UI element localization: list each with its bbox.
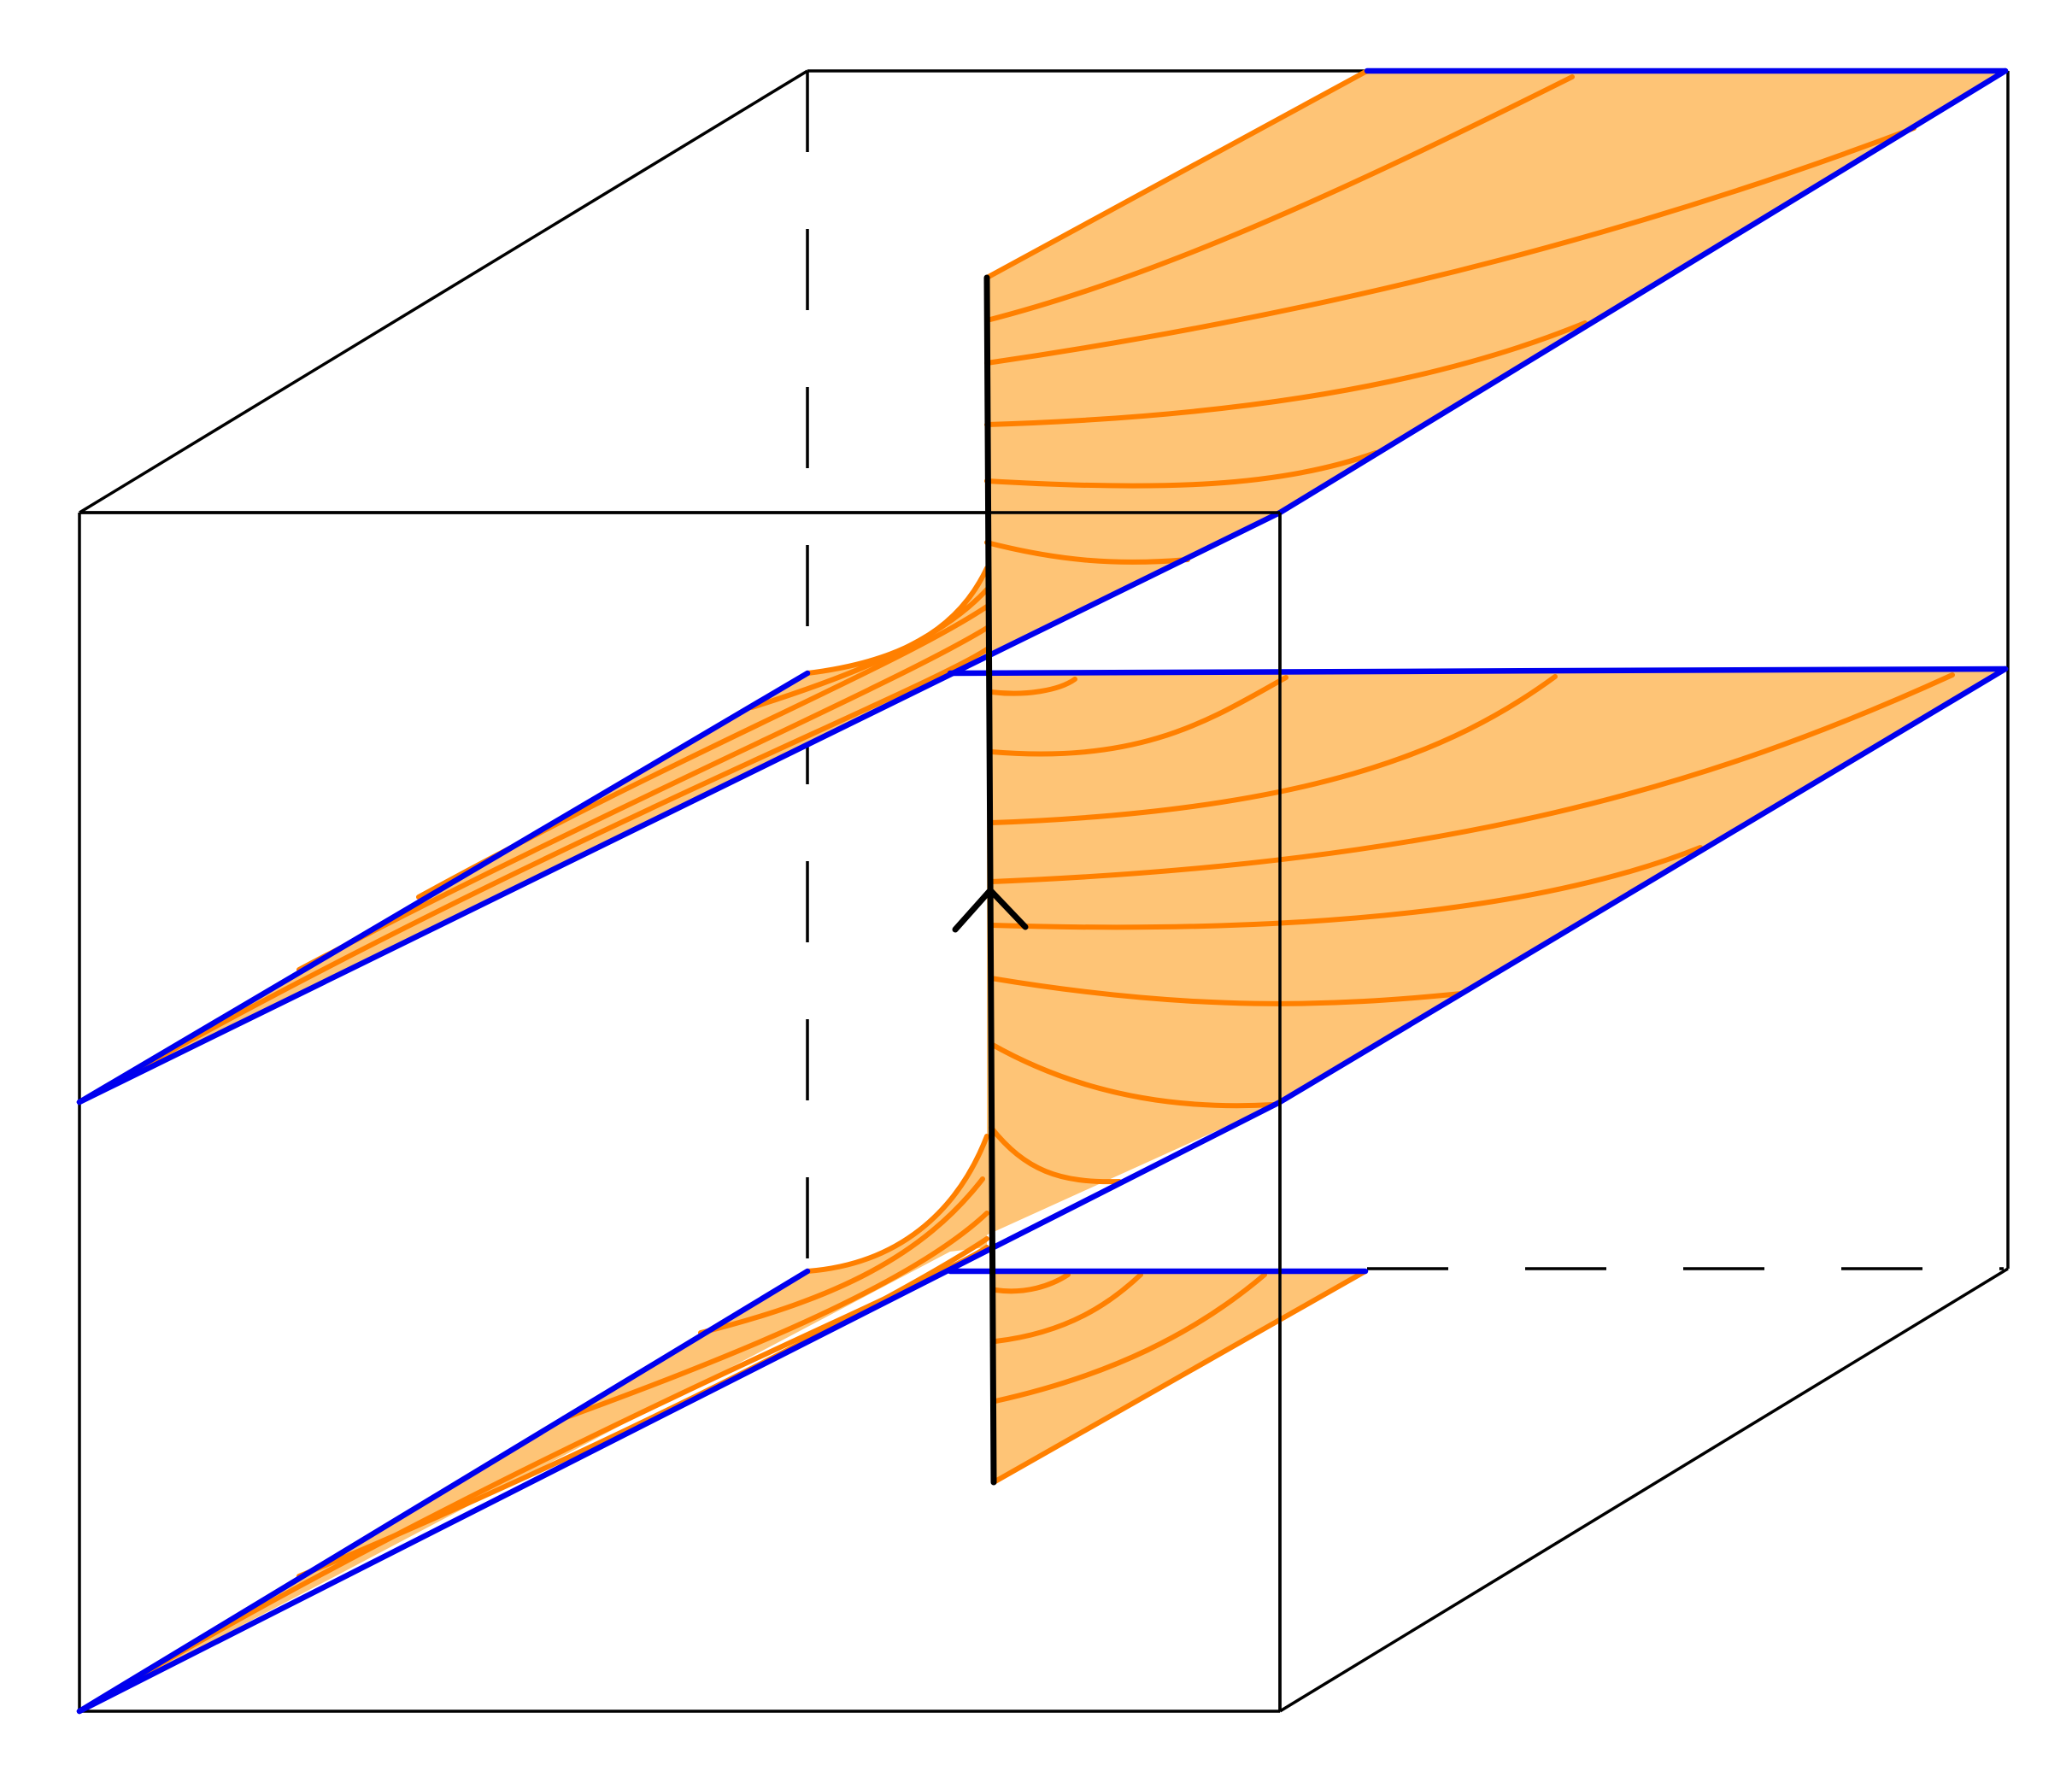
upper-foliation-curve-4 — [984, 450, 1378, 489]
middle-sheet-right-fill — [950, 669, 2005, 1252]
middle-foliation-curve-3 — [989, 674, 1558, 825]
bottom-foliation-edge — [991, 1269, 1368, 1485]
upper-sheet-foliation-lines — [77, 68, 1916, 1105]
middle-boundary-back — [947, 666, 2009, 677]
middle-fan-curve-1 — [805, 1134, 989, 1274]
upper-foliation-curve-1 — [984, 74, 1575, 323]
upper-boundary-right-diagonal — [1277, 67, 2009, 516]
upper-fan-curve-2 — [749, 587, 989, 710]
middle-foliation-curve-4 — [989, 672, 1955, 884]
bottom-sheet-fill — [950, 1271, 1365, 1482]
middle-sheet-left-fill — [79, 1136, 987, 1711]
upper-foliation-curve-5 — [984, 540, 1190, 565]
upper-boundary-front-diagonal — [76, 509, 1283, 1105]
bottom-foliation-curve-3 — [993, 1272, 1267, 1404]
middle-fan-curve-2 — [698, 1176, 985, 1335]
upper-fan-curve-5 — [77, 647, 989, 1105]
middle-foliation-curve-8 — [989, 1125, 1122, 1185]
middle-sheet — [76, 666, 2009, 1715]
middle-foliation-curve-2 — [989, 675, 1288, 757]
middle-fan-curve-3 — [561, 1211, 989, 1421]
upper-foliation-curve-3 — [984, 320, 1588, 427]
middle-foliation-curve-6 — [989, 976, 1464, 1006]
upper-fan-curve-4 — [296, 625, 989, 972]
middle-boundary-left-diagonal — [76, 1268, 811, 1715]
middle-boundary-right-diagonal — [1277, 666, 2009, 1105]
cube-top-left-edge — [79, 69, 808, 514]
bottom-sheet — [947, 1268, 1369, 1485]
bottom-foliation-curve-2 — [993, 1272, 1143, 1344]
vertical-axis — [952, 274, 1029, 1486]
middle-foliation-curve-1 — [989, 677, 1077, 696]
upper-sheet-boundary — [76, 67, 2009, 1105]
upper-boundary-left-diagonal — [76, 670, 811, 1105]
upper-sheet-right-fill — [950, 71, 2005, 673]
axis-line — [983, 274, 997, 1486]
bottom-sheet-foliation-lines — [991, 1269, 1368, 1485]
up-arrowhead-icon — [952, 885, 1029, 933]
upper-sheet — [76, 67, 2009, 1105]
cube-hidden-edges — [806, 71, 2004, 1270]
middle-sheet-boundary — [76, 666, 2009, 1715]
bottom-foliation-curve-1 — [993, 1272, 1071, 1294]
middle-boundary-front-diagonal — [76, 1099, 1283, 1715]
upper-foliation-curve-2 — [984, 126, 1916, 366]
cube-bottom-right-edge — [1279, 1267, 2009, 1713]
upper-foliation-edge-top — [984, 68, 1370, 280]
middle-foliation-curve-7 — [989, 1041, 1276, 1109]
middle-foliation-curve-5 — [989, 845, 1703, 930]
